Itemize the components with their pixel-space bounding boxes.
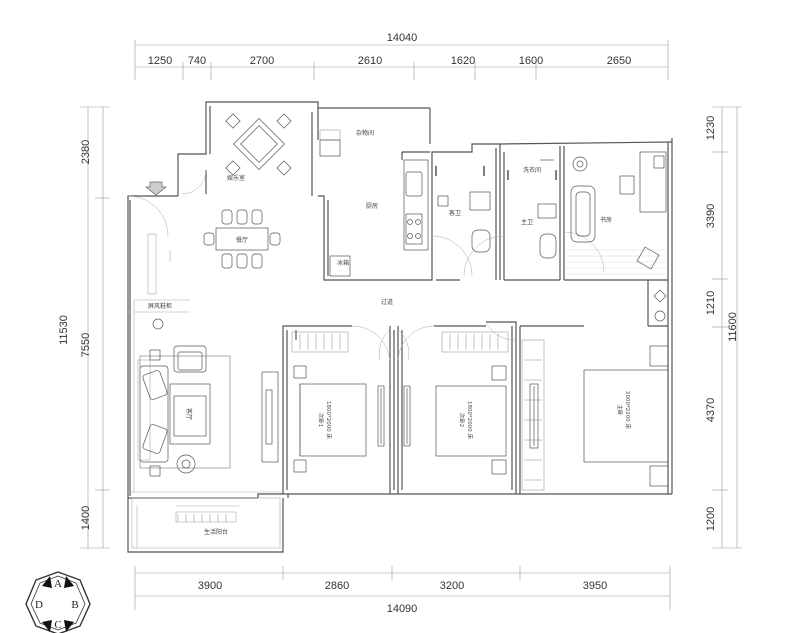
- label-bed1-room: 次卧1: [317, 413, 325, 428]
- label-storage: 杂物间: [356, 129, 374, 137]
- bed-2-icon: [403, 365, 507, 475]
- compass-west: D: [35, 599, 43, 611]
- furniture: [139, 113, 669, 487]
- label-corridor: 过道: [381, 298, 393, 306]
- label-guest-bath: 客卫: [449, 209, 461, 217]
- dim-top-total: 14040: [387, 32, 418, 44]
- dim-right-total: 11600: [727, 312, 739, 342]
- dim-bottom-4: 3950: [583, 580, 607, 592]
- walls: [127, 101, 673, 553]
- dim-right-1: 1230: [705, 116, 717, 140]
- dining-table-icon: [203, 209, 281, 269]
- dim-right-3: 1210: [705, 291, 717, 315]
- label-balcony: 生活阳台: [204, 528, 228, 536]
- compass-south: C: [54, 619, 61, 631]
- label-study: 书房: [600, 216, 612, 224]
- label-dining: 餐厅: [236, 236, 248, 244]
- living-room-furniture-icon: [139, 318, 279, 477]
- dim-top-3: 2700: [250, 55, 274, 67]
- label-bed2-size: 1800*2000 床: [466, 401, 474, 439]
- guest-bath-fixtures-icon: [435, 166, 491, 253]
- kitchen-counter-icon: [319, 139, 429, 277]
- door-swings: [127, 169, 605, 361]
- dim-bottom-2: 2860: [325, 580, 349, 592]
- bed-1-icon: [293, 365, 385, 473]
- compass-north: A: [54, 578, 62, 590]
- dim-left-2: 7550: [80, 333, 92, 357]
- entrance-arrow-icon: [145, 181, 167, 196]
- dim-top-7: 2650: [607, 55, 631, 67]
- label-master-bed-size: 2000*2200 床: [624, 391, 632, 429]
- dim-right-4: 4370: [705, 398, 717, 422]
- dim-bottom-1: 3900: [198, 580, 222, 592]
- dim-right-2: 3390: [705, 204, 717, 228]
- interior-lines: [128, 233, 283, 549]
- dim-top-4: 2610: [358, 55, 382, 67]
- dim-left-1: 2380: [80, 140, 92, 164]
- mahjong-table-icon: [225, 113, 292, 176]
- master-bath-fixtures-icon: [507, 159, 557, 259]
- dim-left-3: 1400: [80, 506, 92, 530]
- dim-top-2: 740: [188, 55, 206, 67]
- label-living-room: 客厅: [185, 408, 193, 420]
- label-fridge: 冰箱: [337, 259, 349, 267]
- dim-top-1: 1250: [148, 55, 172, 67]
- dim-bottom-total: 14090: [387, 603, 418, 615]
- label-entertainment: 娱乐室: [227, 174, 245, 182]
- dim-left-total: 11530: [58, 315, 70, 345]
- label-master-bath: 主卫: [521, 218, 533, 226]
- study-furniture-icon: [570, 151, 667, 322]
- label-kitchen: 厨房: [366, 202, 378, 210]
- dim-top-6: 1600: [519, 55, 543, 67]
- label-laundry: 洗衣间: [523, 166, 541, 174]
- label-shoe-cabinet: 屏风鞋柜: [148, 302, 172, 310]
- compass-icon: A B C D: [25, 571, 91, 633]
- dim-right-5: 1200: [705, 507, 717, 531]
- label-master-room: 主卧: [616, 404, 624, 416]
- dimension-lines: [80, 40, 742, 610]
- dim-bottom-3: 3200: [440, 580, 464, 592]
- label-bed1-size: 1800*2000 床: [325, 401, 333, 439]
- dim-top-5: 1620: [451, 55, 475, 67]
- master-bed-icon: [529, 345, 669, 487]
- hatch-marks: [177, 129, 666, 522]
- label-bed2-room: 次卧2: [458, 413, 466, 428]
- compass-east: B: [71, 599, 78, 611]
